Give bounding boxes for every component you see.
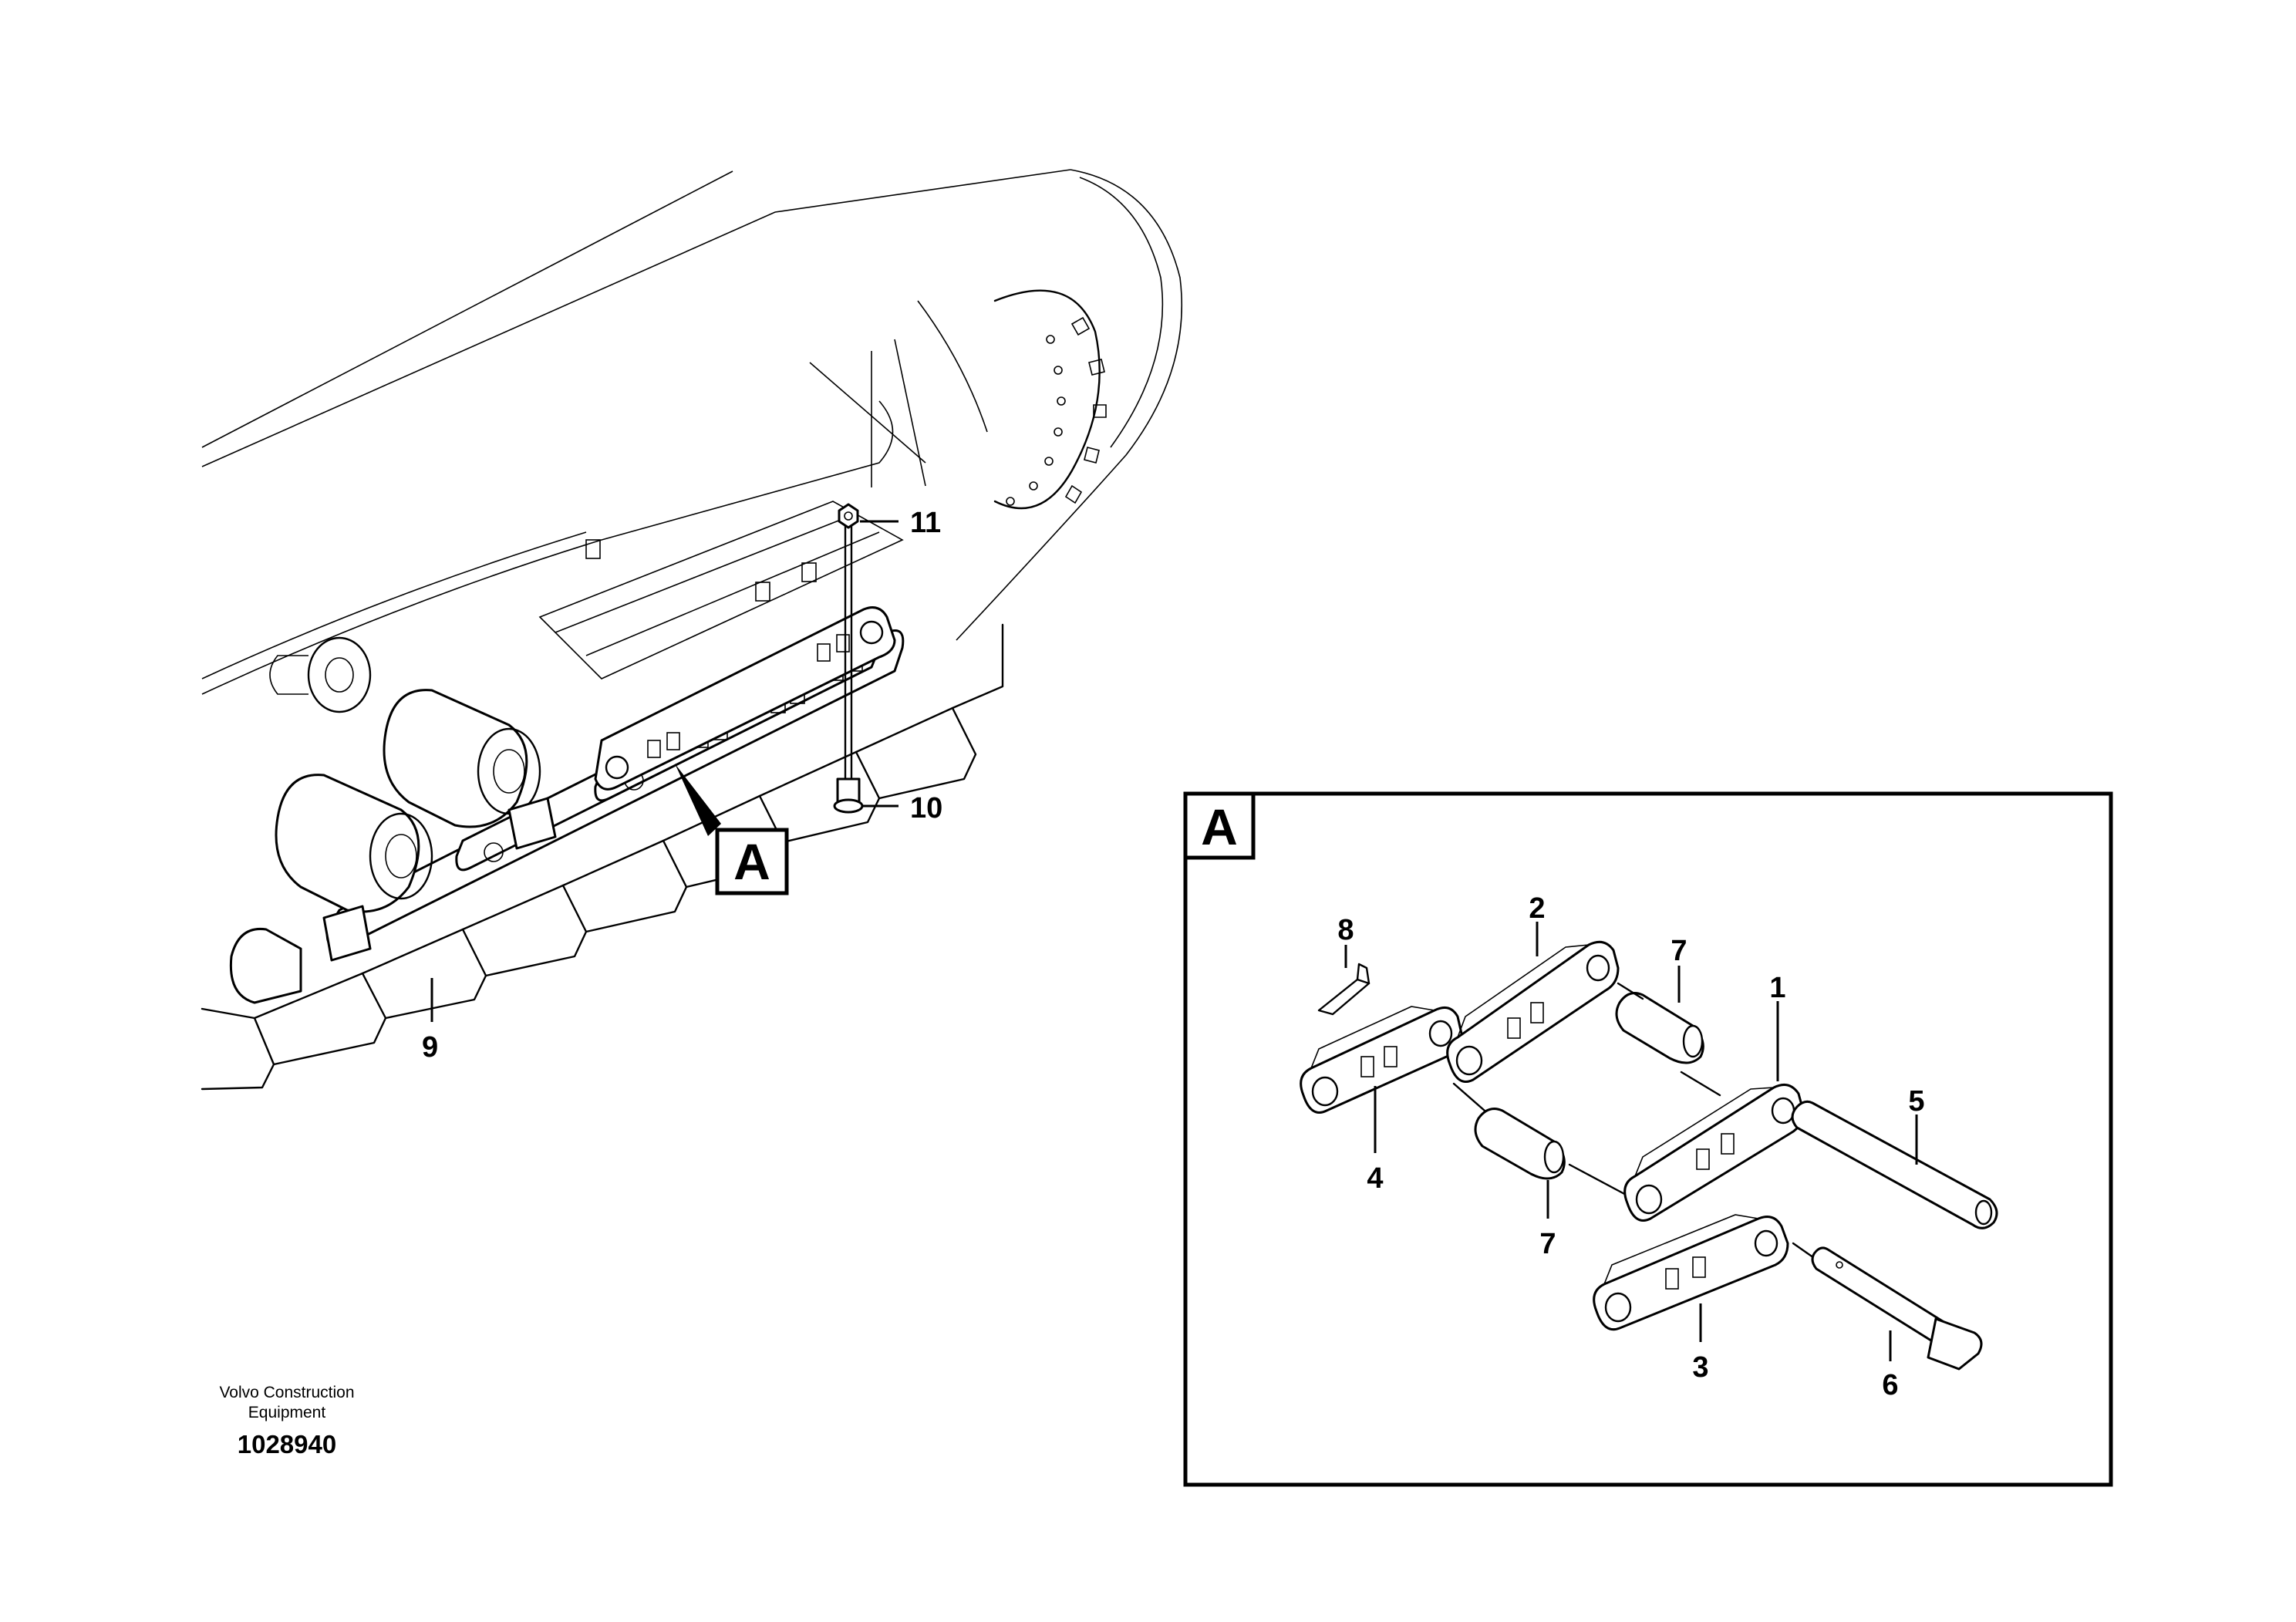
callout-4: 4 — [1367, 1162, 1383, 1195]
detail-a-tag — [1183, 791, 1256, 860]
callout-7-upper: 7 — [1671, 935, 1687, 967]
part-6-bolt-pin — [1811, 1246, 1983, 1371]
sprocket — [993, 289, 1107, 510]
callout-8: 8 — [1337, 914, 1354, 946]
part-2-link — [1446, 940, 1620, 1083]
track-nut — [838, 503, 859, 529]
part-3-link — [1593, 1214, 1826, 1331]
detail-a-marker — [715, 828, 789, 895]
callout-3: 3 — [1692, 1351, 1708, 1384]
detail-a-box: A — [1183, 791, 2113, 1487]
detail-a-tag-letter: A — [1201, 798, 1238, 855]
callout-1: 1 — [1769, 972, 1785, 1004]
part-5-pin — [1791, 1100, 1998, 1229]
part-7-bushing-upper — [1615, 982, 1704, 1064]
track-frame — [201, 169, 1182, 695]
track-bolt — [833, 517, 864, 814]
chain-links-upper — [594, 606, 896, 791]
detail-a-marker-letter: A — [733, 833, 770, 890]
company-name-line1: Volvo Construction — [219, 1384, 354, 1401]
callout-6: 6 — [1882, 1369, 1898, 1401]
footer: Volvo Construction Equipment 1028940 — [219, 1384, 354, 1458]
part-8-clip — [1317, 963, 1371, 1016]
arrow-to-detail-a — [675, 764, 721, 836]
company-name-line2: Equipment — [248, 1404, 326, 1421]
callout-9: 9 — [422, 1031, 438, 1064]
undercarriage-view: 11 10 9 A — [201, 169, 1182, 1091]
carrier-roller — [269, 636, 372, 713]
callout-5: 5 — [1908, 1085, 1924, 1118]
detail-a-frame — [1183, 791, 2113, 1487]
callout-7-lower: 7 — [1539, 1228, 1556, 1260]
callout-2: 2 — [1529, 892, 1545, 925]
part-4-link — [1300, 1006, 1463, 1114]
part-1-link — [1623, 1071, 1805, 1222]
callout-10: 10 — [910, 792, 942, 824]
part-7-bushing-lower — [1452, 1082, 1629, 1197]
callout-11: 11 — [910, 507, 941, 539]
track-rollers — [229, 689, 557, 1004]
drawing-number: 1028940 — [238, 1430, 336, 1458]
